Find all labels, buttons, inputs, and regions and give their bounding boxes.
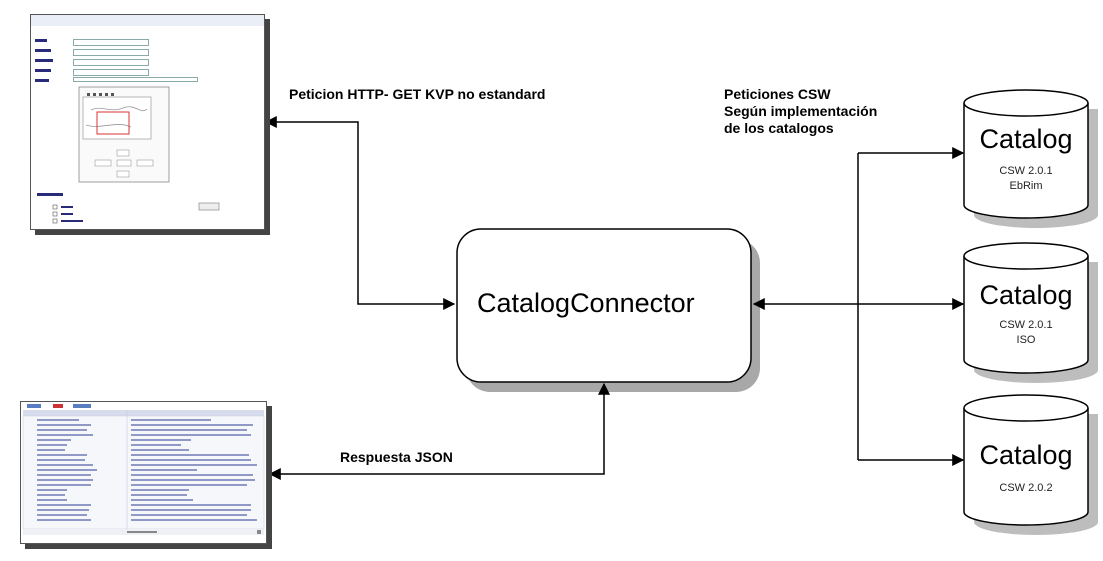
catalog-title-3: Catalog xyxy=(979,440,1073,470)
catalog-cylinder-1 xyxy=(963,89,1098,228)
csw-requests-label: Peticiones CSW Según implementación de l… xyxy=(724,86,877,137)
catalog-line-2a: CSW 2.0.1 xyxy=(999,319,1053,331)
catalog-line-1b: EbRim xyxy=(1009,180,1043,192)
catalog-line-3a: CSW 2.0.2 xyxy=(999,482,1053,494)
form-input-3 xyxy=(73,59,149,66)
json-response-label: Respuesta JSON xyxy=(340,449,453,465)
form-sketch xyxy=(35,39,220,224)
catalog-cylinder-3 xyxy=(963,394,1098,535)
http-request-label: Peticion HTTP- GET KVP no estandard xyxy=(289,86,546,102)
csw-requests-line-2: Según implementación xyxy=(724,103,878,119)
http-request-arrow xyxy=(264,116,456,310)
form-input-1 xyxy=(73,39,149,46)
catalog-cylinder-2 xyxy=(963,242,1098,383)
search-form-screenshot xyxy=(30,14,265,230)
csw-requests-line-1: Peticiones CSW xyxy=(724,86,831,102)
form-input-2 xyxy=(73,49,149,56)
connector-box xyxy=(456,228,752,383)
results-sketch xyxy=(22,404,265,535)
form-title-bar xyxy=(31,15,264,26)
results-table-screenshot xyxy=(20,401,267,544)
catalog-title-2: Catalog xyxy=(979,280,1073,310)
csw-requests-line-3: de los catalogos xyxy=(724,120,834,136)
json-response-arrow xyxy=(268,382,610,480)
catalog-title-1: Catalog xyxy=(979,124,1073,154)
connector-label: CatalogConnector xyxy=(477,288,695,318)
form-select xyxy=(73,77,198,82)
catalog-line-1a: CSW 2.0.1 xyxy=(999,165,1053,177)
catalog-line-2b: ISO xyxy=(1016,334,1036,346)
form-input-4 xyxy=(73,69,149,76)
